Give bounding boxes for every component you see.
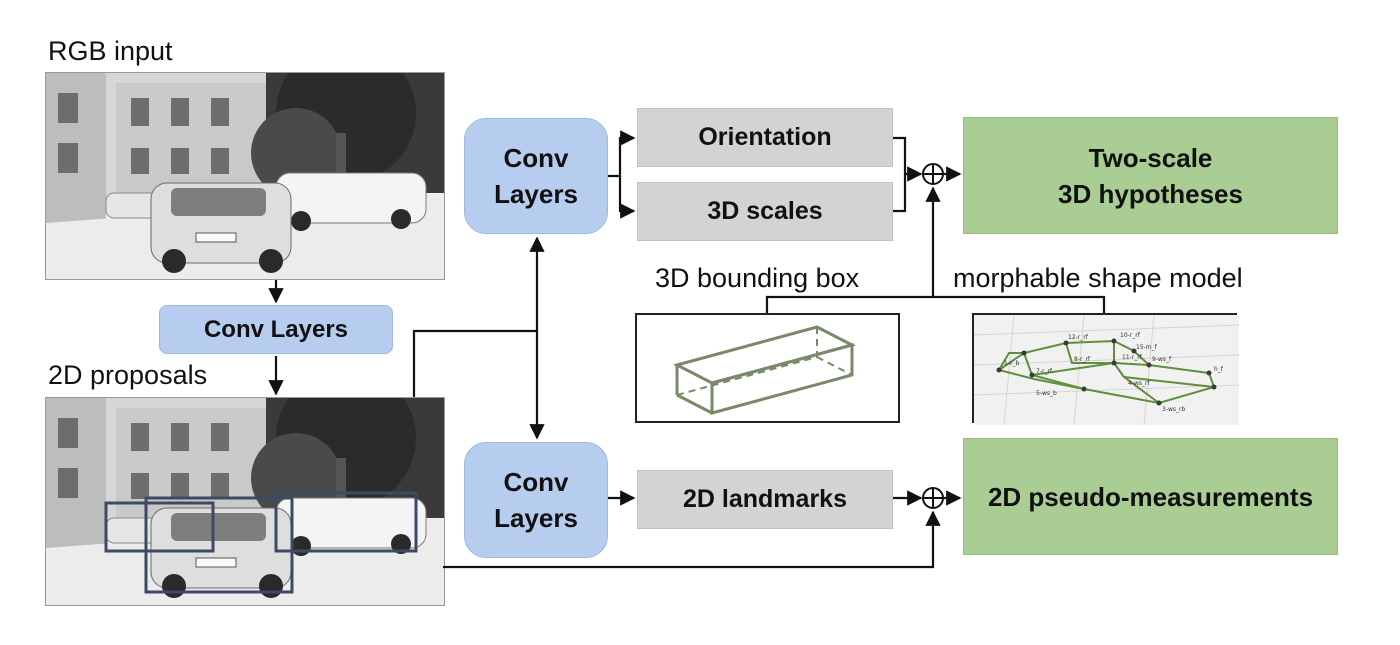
conv-layers-bottom-line1: Conv [503, 467, 569, 497]
shape-label-6: 7-r_rf [1036, 368, 1053, 375]
shape-label-9: 3-ws_rb [1162, 406, 1185, 413]
connector-models [765, 295, 1106, 313]
rgb-input-label: RGB input [48, 36, 173, 66]
shape-label-0: 12-r_rf [1068, 334, 1089, 341]
shape-label-11: h_f [1214, 366, 1224, 373]
pseudo-measurements-box: 2D pseudo-measurements [963, 438, 1338, 555]
shape-label-8: 5-ws_b [1036, 390, 1057, 397]
arrow-orientation-to-sum [893, 136, 923, 182]
landmarks-label: 2D landmarks [683, 485, 847, 513]
hypotheses-box: Two-scale 3D hypotheses [963, 117, 1338, 234]
shape-model-panel: 12-r_rf 10-r_rf 11-r_rf 9-ws_f 15-m_f 8-… [972, 313, 1239, 425]
connector-proposals-feed [412, 329, 537, 397]
conv-layers-top-line2: Layers [494, 179, 578, 209]
arrow-proposals-to-sum [443, 510, 941, 569]
arrow-to-orientation [608, 130, 636, 178]
proposal-box-center [144, 496, 294, 594]
rgb-input-image [45, 72, 445, 280]
shape-label-3: 9-ws_f [1152, 356, 1172, 363]
shape-label-10: 4-ws_rf [1128, 380, 1150, 387]
proposal-box-right [274, 491, 418, 553]
arrow-to-scales [618, 176, 636, 219]
scales-label: 3D scales [707, 197, 823, 225]
conv-layers-bottom: Conv Layers [464, 442, 608, 558]
conv-layers-top-line1: Conv [503, 143, 569, 173]
hypotheses-line2: 3D hypotheses [1058, 178, 1243, 209]
shape-label-1: 10-r_rf [1120, 332, 1141, 339]
conv-layers-shared: Conv Layers [159, 305, 393, 354]
proposal-box-left [104, 501, 215, 553]
shape-label-2: 11-r_rf [1122, 354, 1143, 361]
shape-label-5: 8-r_rf [1074, 356, 1091, 363]
shape-label-7: 1-r_b [1004, 360, 1019, 367]
proposals-image [45, 397, 445, 606]
conv-layers-shared-label: Conv Layers [203, 315, 349, 343]
pseudo-measurements-label: 2D pseudo-measurements [987, 481, 1314, 512]
hypotheses-line1: Two-scale [1088, 142, 1213, 173]
shape-label-4: 15-m_f [1136, 344, 1158, 351]
orientation-label: Orientation [698, 123, 832, 151]
conv-layers-bottom-line2: Layers [494, 503, 578, 533]
connector-scales-to-sum [893, 174, 907, 213]
landmarks-box: 2D landmarks [637, 470, 893, 529]
conv-layers-top: Conv Layers [464, 118, 608, 234]
bbox-panel [635, 313, 900, 423]
shape-model-title: morphable shape model [953, 263, 1243, 293]
scales-box: 3D scales [637, 182, 893, 241]
orientation-box: Orientation [637, 108, 893, 167]
proposals-label: 2D proposals [48, 360, 208, 390]
bbox-title: 3D bounding box [655, 263, 860, 293]
